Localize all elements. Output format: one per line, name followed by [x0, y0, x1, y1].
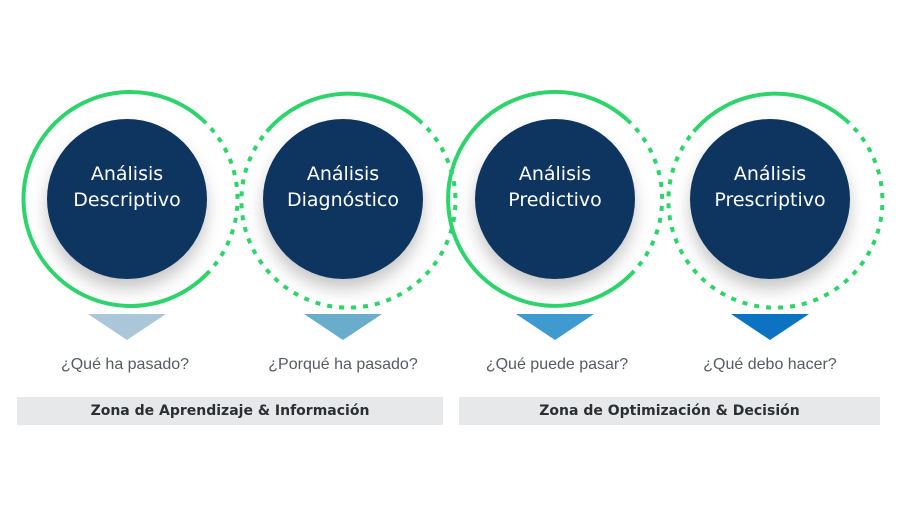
stage-circle [690, 119, 850, 279]
stage-pointer-triangle [516, 314, 594, 340]
stage-title-line2: Descriptivo [73, 189, 181, 211]
stage-title: Análisis Predictivo [475, 161, 635, 213]
stage-title-line1: Análisis [518, 163, 592, 185]
stage-question: ¿Qué ha pasado? [60, 356, 190, 373]
stage-predictivo [446, 89, 665, 340]
stage-circle [263, 119, 423, 279]
stage-title: Análisis Prescriptivo [690, 161, 850, 213]
stage-title: Análisis Descriptivo [47, 161, 207, 213]
stage-question: ¿Porqué ha pasado? [268, 356, 418, 373]
ring-solid [692, 91, 847, 133]
ring-solid [21, 89, 208, 308]
stage-title: Análisis Diagnóstico [263, 161, 423, 213]
ring-solid [265, 91, 420, 133]
ring-solid [446, 89, 633, 308]
stage-descriptivo [21, 89, 240, 340]
stage-title-line1: Análisis [306, 163, 380, 185]
ring-dashed [625, 118, 665, 277]
stage-circle [475, 119, 635, 279]
stage-title-line1: Análisis [90, 163, 164, 185]
stage-prescriptivo [666, 91, 885, 340]
stage-pointer-triangle [304, 314, 382, 340]
zone-optimization-decision: Zona de Optimización & Decisión [459, 397, 880, 425]
stage-title-line2: Prescriptivo [714, 189, 826, 211]
stage-circle [47, 119, 207, 279]
stage-question: ¿Qué debo hacer? [703, 356, 837, 373]
stage-title-line2: Predictivo [508, 189, 602, 211]
stage-title-line1: Análisis [733, 163, 807, 185]
stage-title-line2: Diagnóstico [287, 189, 399, 211]
ring-dashed [201, 118, 240, 277]
ring-dashed [239, 118, 458, 310]
stage-question: ¿Qué puede pasar? [485, 356, 629, 373]
stage-diagnostico [239, 91, 458, 340]
stage-pointer-triangle [88, 314, 166, 340]
stage-pointer-triangle [731, 314, 809, 340]
zone-learning-information: Zona de Aprendizaje & Información [17, 397, 443, 425]
ring-dashed [666, 118, 885, 310]
